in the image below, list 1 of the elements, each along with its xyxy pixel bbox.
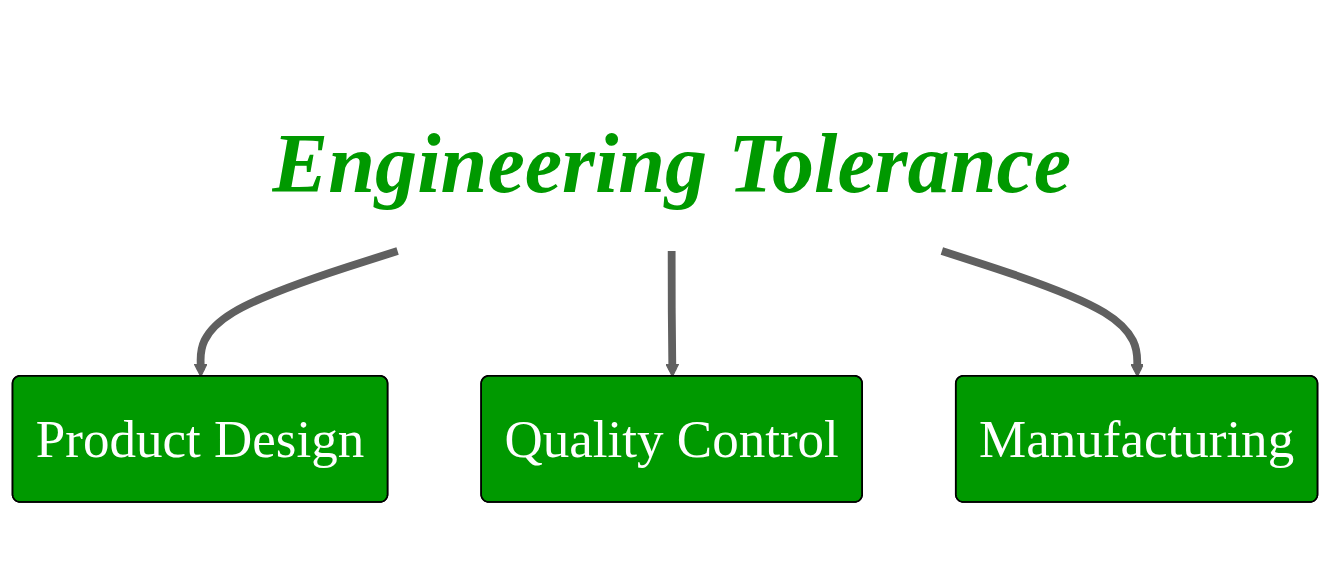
node-text: Engineering Tolerance xyxy=(272,116,1072,211)
